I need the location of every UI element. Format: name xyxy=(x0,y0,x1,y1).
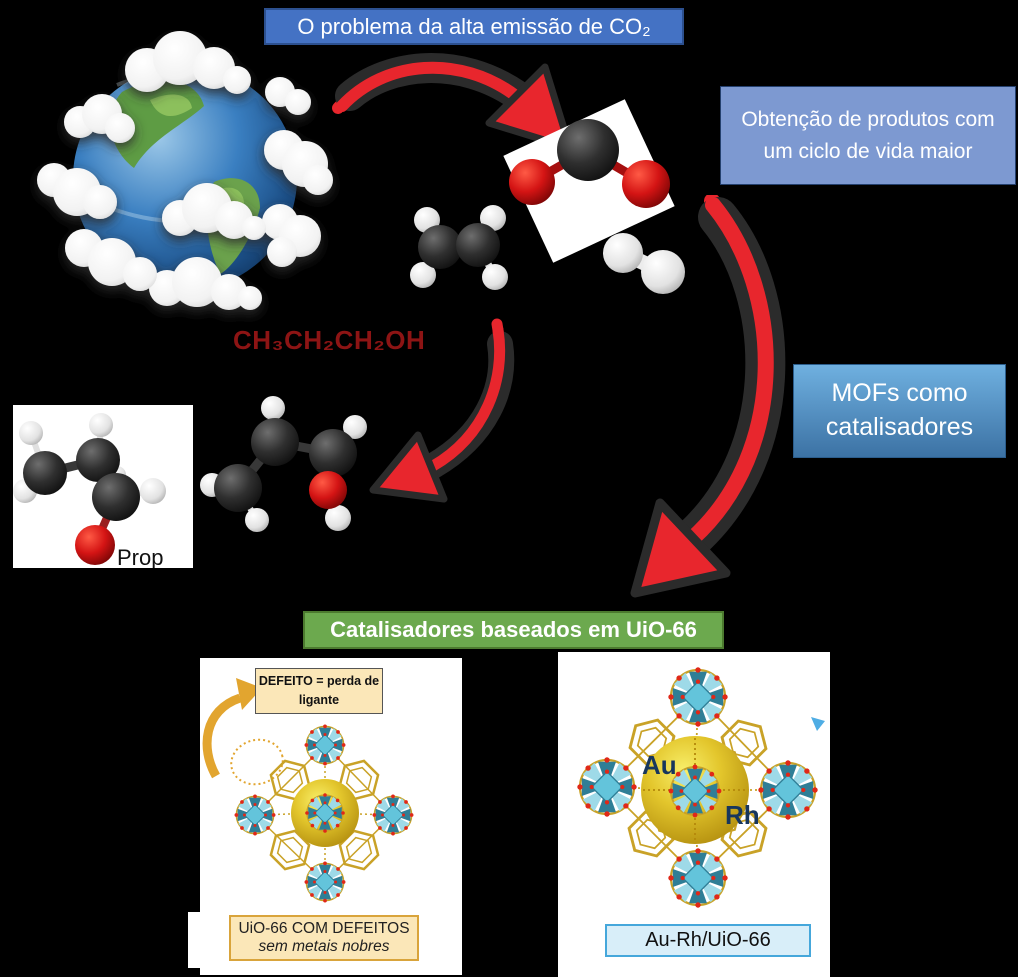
uio66-defects-structure xyxy=(202,678,415,904)
small-blue-arrow-icon xyxy=(811,717,825,731)
propanal-card: Prop xyxy=(13,405,193,568)
gold-curved-arrow xyxy=(202,693,242,779)
rh-label: Rh xyxy=(725,800,760,830)
propanol-molecule xyxy=(200,396,367,532)
problem-banner: O problema da alta emissão de CO₂ xyxy=(264,8,684,45)
uio66-defects-caption: UiO-66 COM DEFEITOS sem metais nobres xyxy=(229,915,419,961)
propanal-molecule xyxy=(13,413,166,565)
defect-note: DEFEITO = perda de ligante xyxy=(255,668,383,714)
au-rh-structure xyxy=(576,666,819,909)
earth-with-clouds-illustration xyxy=(37,31,333,310)
au-rh-caption: Au-Rh/UiO-66 xyxy=(605,924,811,957)
catalysts-banner: Catalisadores baseados em UiO-66 xyxy=(303,611,724,649)
ethylene-molecule xyxy=(410,205,508,290)
mofs-box: MOFs como catalisadores xyxy=(793,364,1006,458)
propanol-formula: CH₃CH₂CH₂OH xyxy=(233,325,426,355)
au-label: Au xyxy=(642,750,677,780)
au-rh-panel: Au Rh Au-Rh/UiO-66 xyxy=(558,652,830,977)
products-box: Obtenção de produtos com um ciclo de vid… xyxy=(720,86,1016,185)
co2-molecule xyxy=(509,119,670,208)
curved-arrow-to-catalysts xyxy=(630,195,786,598)
paper-edge xyxy=(188,912,202,968)
propanal-label: Prop xyxy=(117,545,164,568)
curved-arrow-to-propanol xyxy=(369,318,515,503)
uio66-defects-panel: DEFEITO = perda de ligante UiO-66 COM DE… xyxy=(200,658,462,975)
cloud-ring xyxy=(37,31,333,310)
curved-arrow-earth-to-co2 xyxy=(332,53,574,152)
defect-dotted-ellipse xyxy=(230,738,284,786)
caption-line2: sem metais nobres xyxy=(258,938,390,955)
caption-line1: UiO-66 COM DEFEITOS xyxy=(238,920,410,937)
h2-molecule xyxy=(603,233,685,294)
